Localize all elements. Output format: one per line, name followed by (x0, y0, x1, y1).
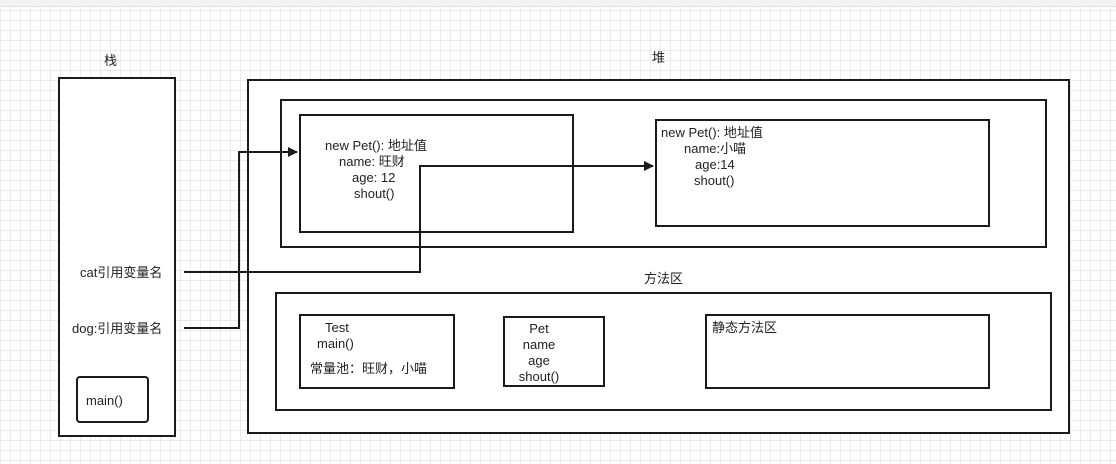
pet-class-method: shout() (518, 369, 560, 384)
pet-object-2-header: new Pet(): 地址值 (661, 125, 763, 140)
pet-object-1-name: name: 旺财 (339, 154, 405, 169)
cat-reference-arrow (184, 161, 654, 273)
pet-object-1-age: age: 12 (352, 170, 396, 185)
pet-class-name: name (522, 337, 556, 352)
pet-class-age: age (528, 353, 550, 368)
test-class-title: Test (325, 320, 349, 335)
method-area-title: 方法区 (644, 271, 684, 286)
pet-object-2-age: age:14 (695, 157, 735, 172)
top-bar (0, 0, 1116, 7)
pet-object-1-method: shout() (354, 186, 395, 201)
pet-class-title: Pet (529, 321, 549, 336)
pet-object-1-header: new Pet(): 地址值 (325, 138, 427, 153)
cat-reference-label: cat引用变量名 (80, 265, 163, 280)
pet-object-2-method: shout() (694, 173, 735, 188)
test-class-box[interactable] (299, 314, 455, 389)
test-class-main: main() (317, 336, 354, 351)
stack-main-frame[interactable] (76, 376, 149, 423)
dog-reference-arrow (184, 147, 298, 329)
constant-pool-label: 常量池：旺财，小喵 (310, 361, 428, 376)
stack-title: 栈 (104, 53, 118, 68)
pet-object-1-box[interactable] (299, 114, 574, 233)
pet-object-2-box[interactable] (655, 119, 990, 227)
pet-object-2-name: name:小喵 (684, 141, 747, 156)
static-method-area-label: 静态方法区 (712, 320, 778, 335)
heap-title: 堆 (652, 50, 666, 65)
pet-class-box[interactable] (503, 316, 605, 387)
static-method-area-box[interactable] (705, 314, 990, 389)
dog-reference-label: dog:引用变量名 (72, 321, 163, 336)
stack-main-label: main() (86, 393, 123, 408)
